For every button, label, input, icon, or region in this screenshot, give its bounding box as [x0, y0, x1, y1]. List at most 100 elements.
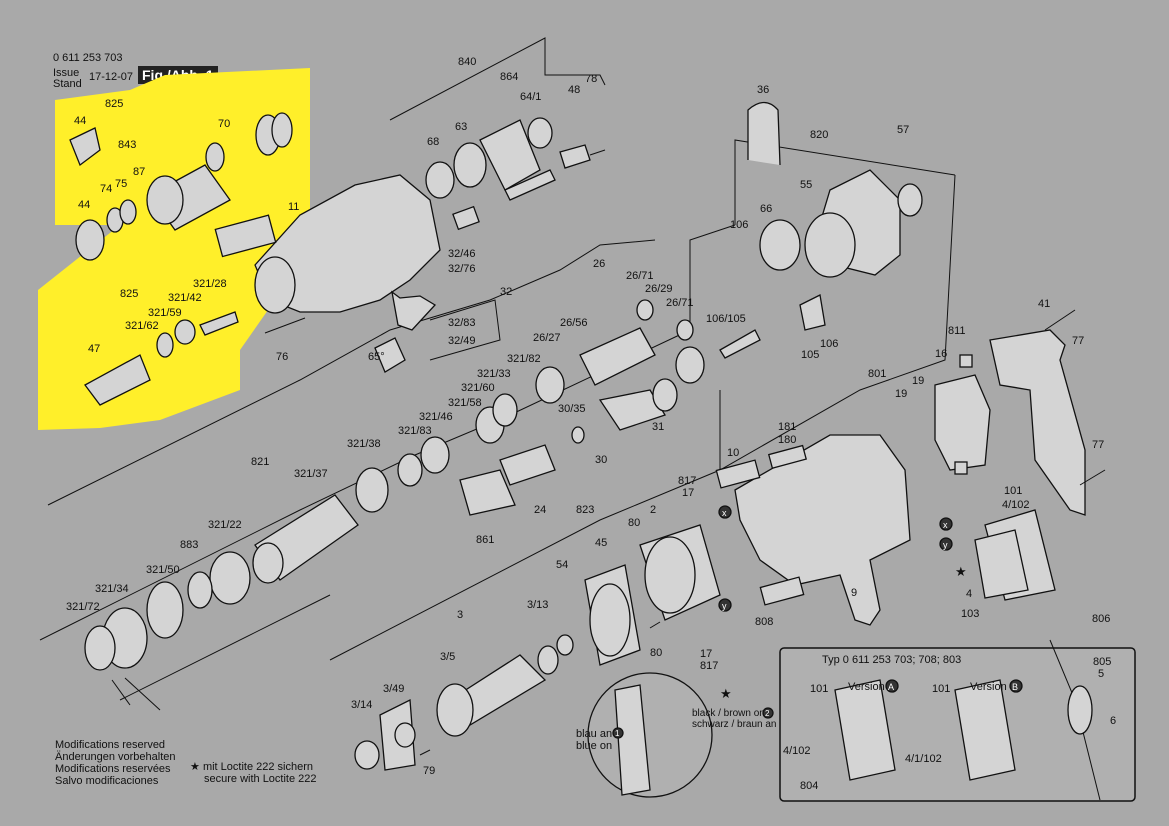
issue-label: Issue [53, 67, 80, 79]
part-label: 44 [78, 199, 90, 211]
marker-y-1-label: y [722, 601, 727, 611]
part-label: 804 [800, 780, 818, 792]
part-label: 26/71 [626, 270, 654, 282]
stand-label: Stand [53, 78, 82, 90]
part-label: 825 [105, 98, 123, 110]
highlight-region [38, 68, 310, 430]
angle-label: 65° [368, 351, 385, 363]
part-label: 321/42 [168, 292, 202, 304]
marker-x-2-label: x [943, 520, 948, 530]
part-label: 103 [961, 608, 979, 620]
note-en: Modifications reserved [55, 739, 166, 751]
part-label: 57 [897, 124, 909, 136]
loctite-en: secure with Loctite 222 [204, 773, 317, 785]
part-label: 4/1/102 [905, 753, 942, 765]
part-label: 10 [727, 447, 739, 459]
marker-y-1 [718, 598, 732, 612]
part-label: 30/35 [558, 403, 586, 415]
part-label: 66 [760, 203, 772, 215]
wiring-blau: blau an [576, 728, 612, 740]
part-label: 4 [966, 588, 972, 600]
chuck-assembly [69, 112, 293, 406]
part-label: 77 [1092, 439, 1104, 451]
part-label: 811 [948, 325, 966, 337]
part-label: 76 [276, 351, 288, 363]
document-number: 0 611 253 703 [53, 52, 123, 64]
part-label: 105 [801, 349, 819, 361]
note-de: Änderungen vorbehalten [55, 751, 176, 763]
version-a-label: Version [848, 681, 885, 693]
part-label: 26/29 [645, 283, 673, 295]
marker-x-1 [718, 505, 732, 519]
part-label: 55 [800, 179, 812, 191]
part-label: 321/83 [398, 425, 432, 437]
screws [419, 149, 1106, 756]
part-label: 808 [755, 616, 773, 628]
part-label: 32/83 [448, 317, 476, 329]
note-fr: Modifications reservées [55, 763, 171, 775]
part-label: 63 [455, 121, 467, 133]
issue-date: 17-12-07 [89, 71, 134, 83]
part-label: 4/102 [783, 745, 811, 757]
part-label: 68 [427, 136, 439, 148]
leader-lines [39, 37, 956, 701]
part-label: 4 [0, 0, 6, 3]
hammer-housing [214, 174, 441, 373]
part-label: 101 [1004, 485, 1022, 497]
part-label: 48 [568, 84, 580, 96]
part-label: 31 [652, 421, 664, 433]
part-label: 19 [912, 375, 924, 387]
wiring-blue: blue on [576, 740, 612, 752]
part-label: 80 [650, 647, 662, 659]
part-label: 32 [500, 286, 512, 298]
part-label: 5 [1098, 668, 1104, 680]
part-label: 32/46 [448, 248, 476, 260]
part-label: 825 [120, 288, 138, 300]
part-label: 817 [678, 475, 696, 487]
part-label: 321/33 [477, 368, 511, 380]
part-label: 3/13 [527, 599, 548, 611]
loctite-de: mit Loctite 222 sichern [202, 761, 313, 773]
part-label: 74 [100, 183, 112, 195]
top-gear-parts [425, 117, 591, 231]
marker-y-2 [939, 537, 953, 551]
loctite-note: ★ mit Loctite 222 sichern secure with Lo… [190, 761, 317, 785]
part-label: 70 [218, 118, 230, 130]
gear-flange-group [719, 101, 923, 359]
part-label: 817 [700, 660, 718, 672]
hammer-mechanism [355, 299, 705, 516]
part-label: 321/37 [294, 468, 328, 480]
part-label: 321/82 [507, 353, 541, 365]
part-label: 820 [810, 129, 828, 141]
part-label: 79 [423, 765, 435, 777]
part-label: 321/72 [66, 601, 100, 613]
part-label: 41 [1038, 298, 1050, 310]
part-label: 840 [458, 56, 476, 68]
part-label: 101 [932, 683, 950, 695]
modification-notes: Modifications reserved Änderungen vorbeh… [55, 739, 175, 787]
part-label: 883 [180, 539, 198, 551]
marker-symbols: x y x y ★ ★ [718, 505, 967, 701]
part-label: 321/58 [448, 397, 482, 409]
part-label: 26/56 [560, 317, 588, 329]
marker-x-2 [939, 517, 953, 531]
part-label: 321/60 [461, 382, 495, 394]
part-label: 3 [457, 609, 463, 621]
part-label: 26/71 [666, 297, 694, 309]
part-label: 26/27 [533, 332, 561, 344]
part-label: 106 [820, 338, 838, 350]
part-label: 6 [1110, 715, 1116, 727]
part-label: 823 [576, 504, 594, 516]
inset-title: Typ 0 611 253 703; 708; 803 [822, 654, 961, 666]
part-label: 321/46 [419, 411, 453, 423]
wiring-schwarz: schwarz / braun an [692, 719, 777, 730]
switch-version-b [954, 679, 1016, 781]
part-label: 321/22 [208, 519, 242, 531]
part-label: 45 [595, 537, 607, 549]
part-label: 47 [88, 343, 100, 355]
part-label: 75 [115, 178, 127, 190]
part-label: 44 [74, 115, 86, 127]
part-label: 4/102 [1002, 499, 1030, 511]
